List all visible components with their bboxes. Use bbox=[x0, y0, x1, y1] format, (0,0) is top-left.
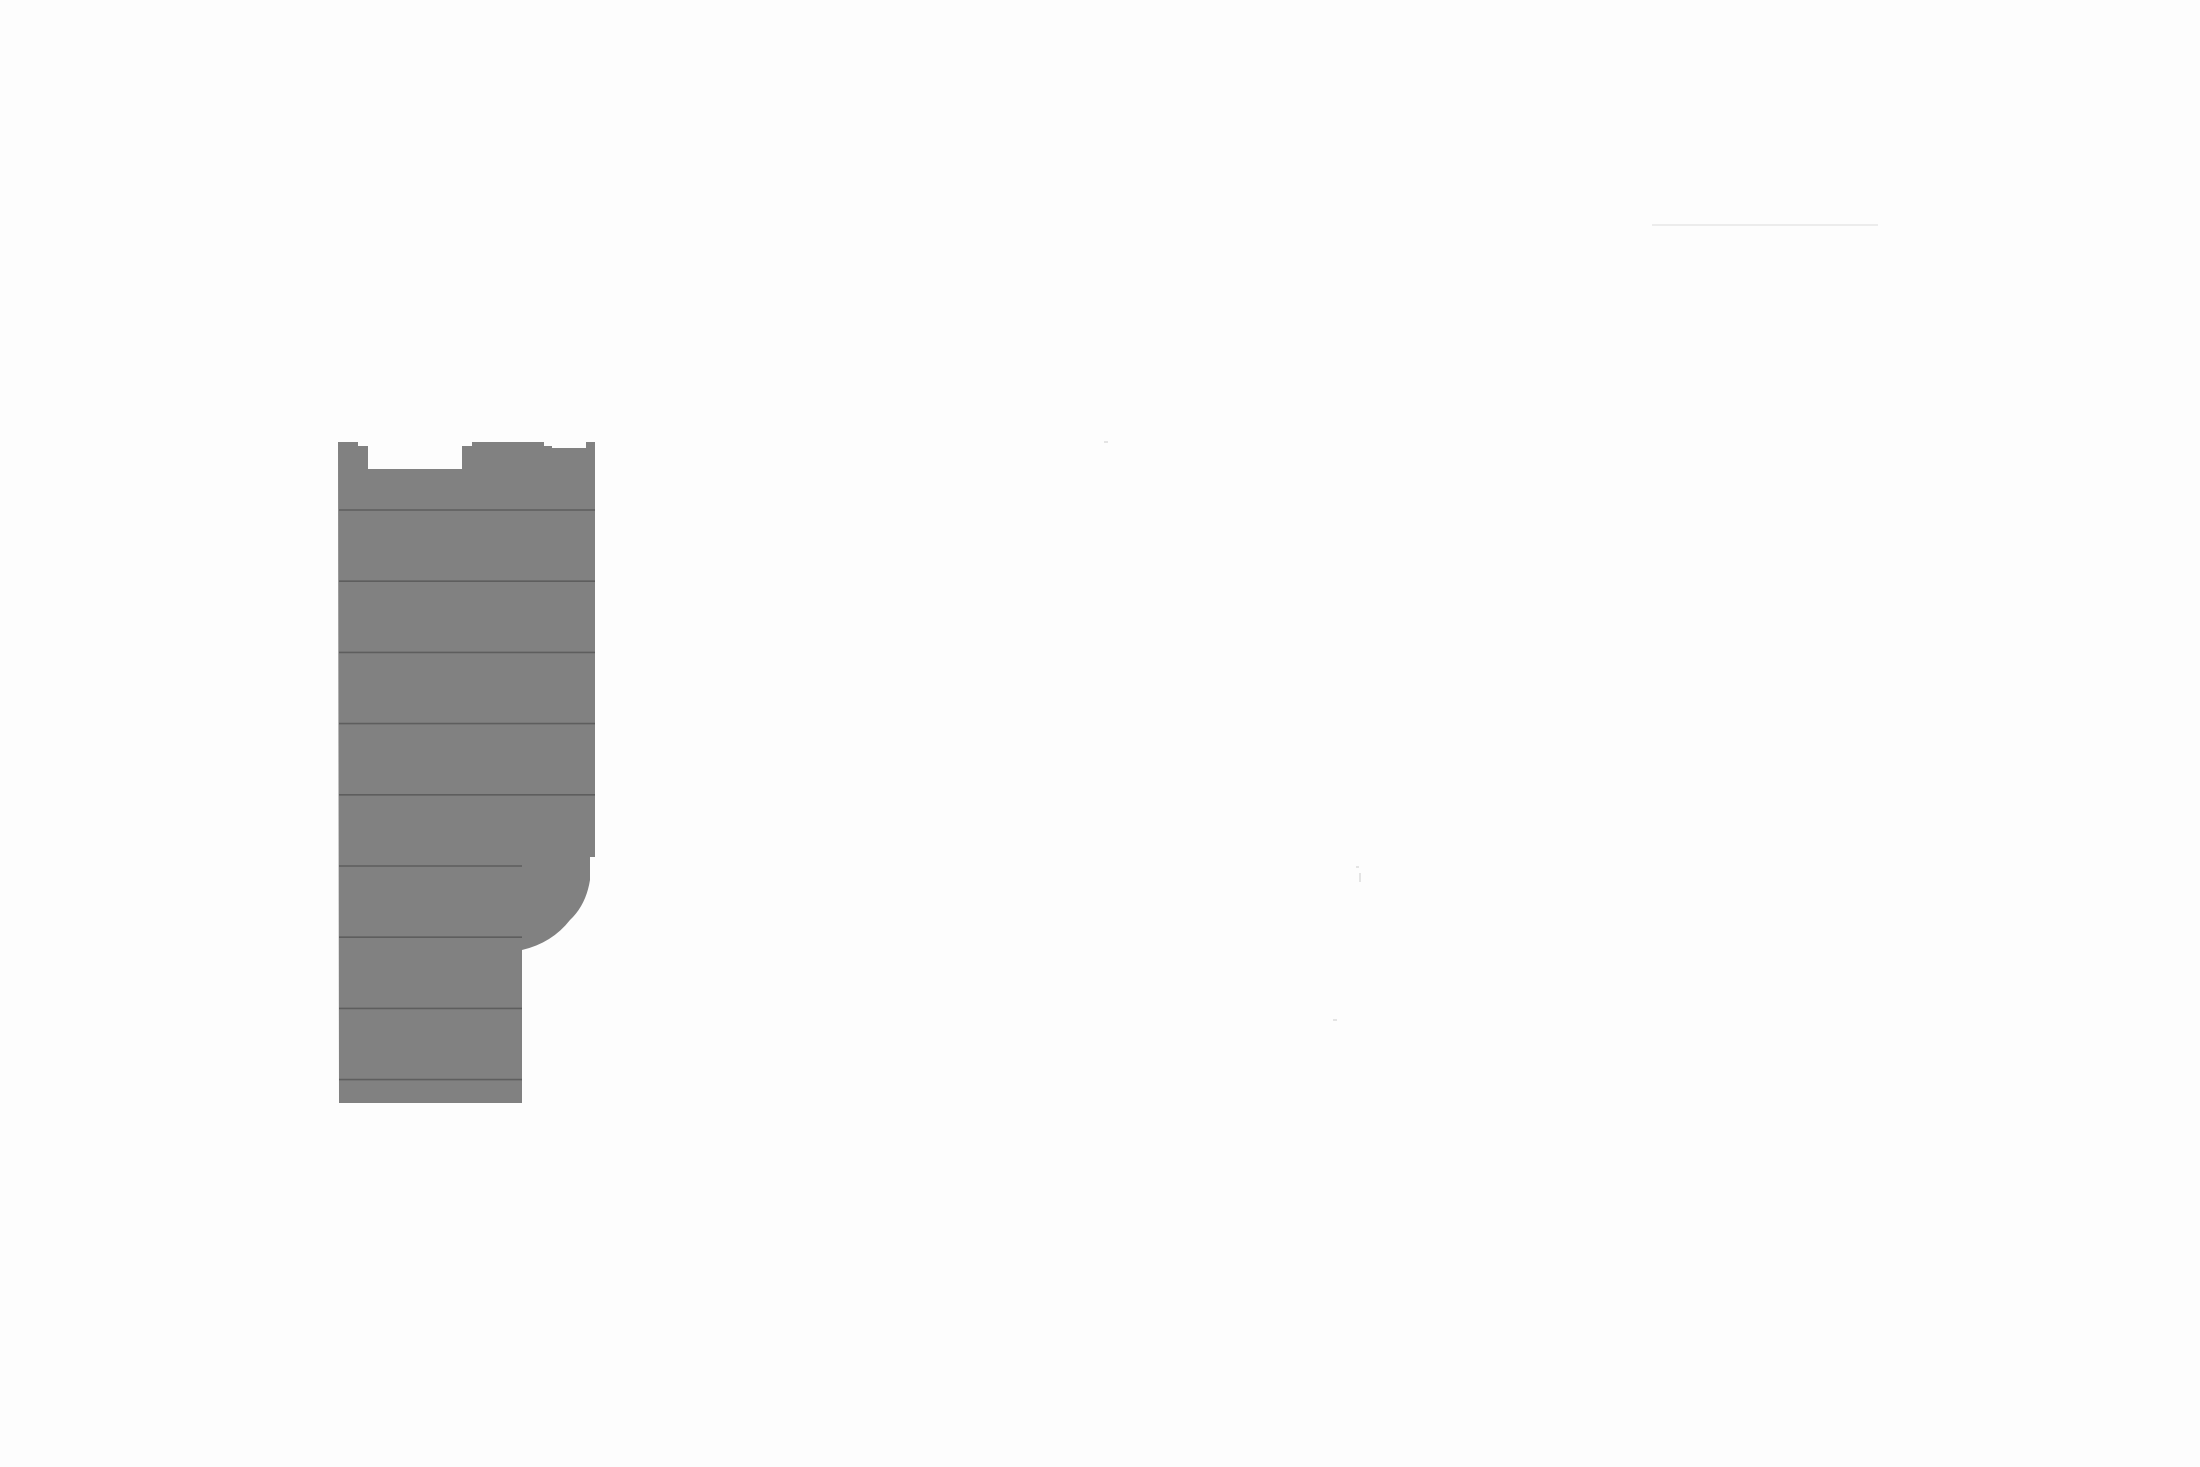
wall-section bbox=[338, 442, 595, 1103]
speck bbox=[1104, 441, 1108, 443]
speck bbox=[1356, 866, 1359, 868]
wall-profile bbox=[338, 442, 595, 1103]
speck bbox=[1333, 1019, 1337, 1021]
speck bbox=[1359, 873, 1361, 882]
course-lines bbox=[339, 509, 595, 1081]
